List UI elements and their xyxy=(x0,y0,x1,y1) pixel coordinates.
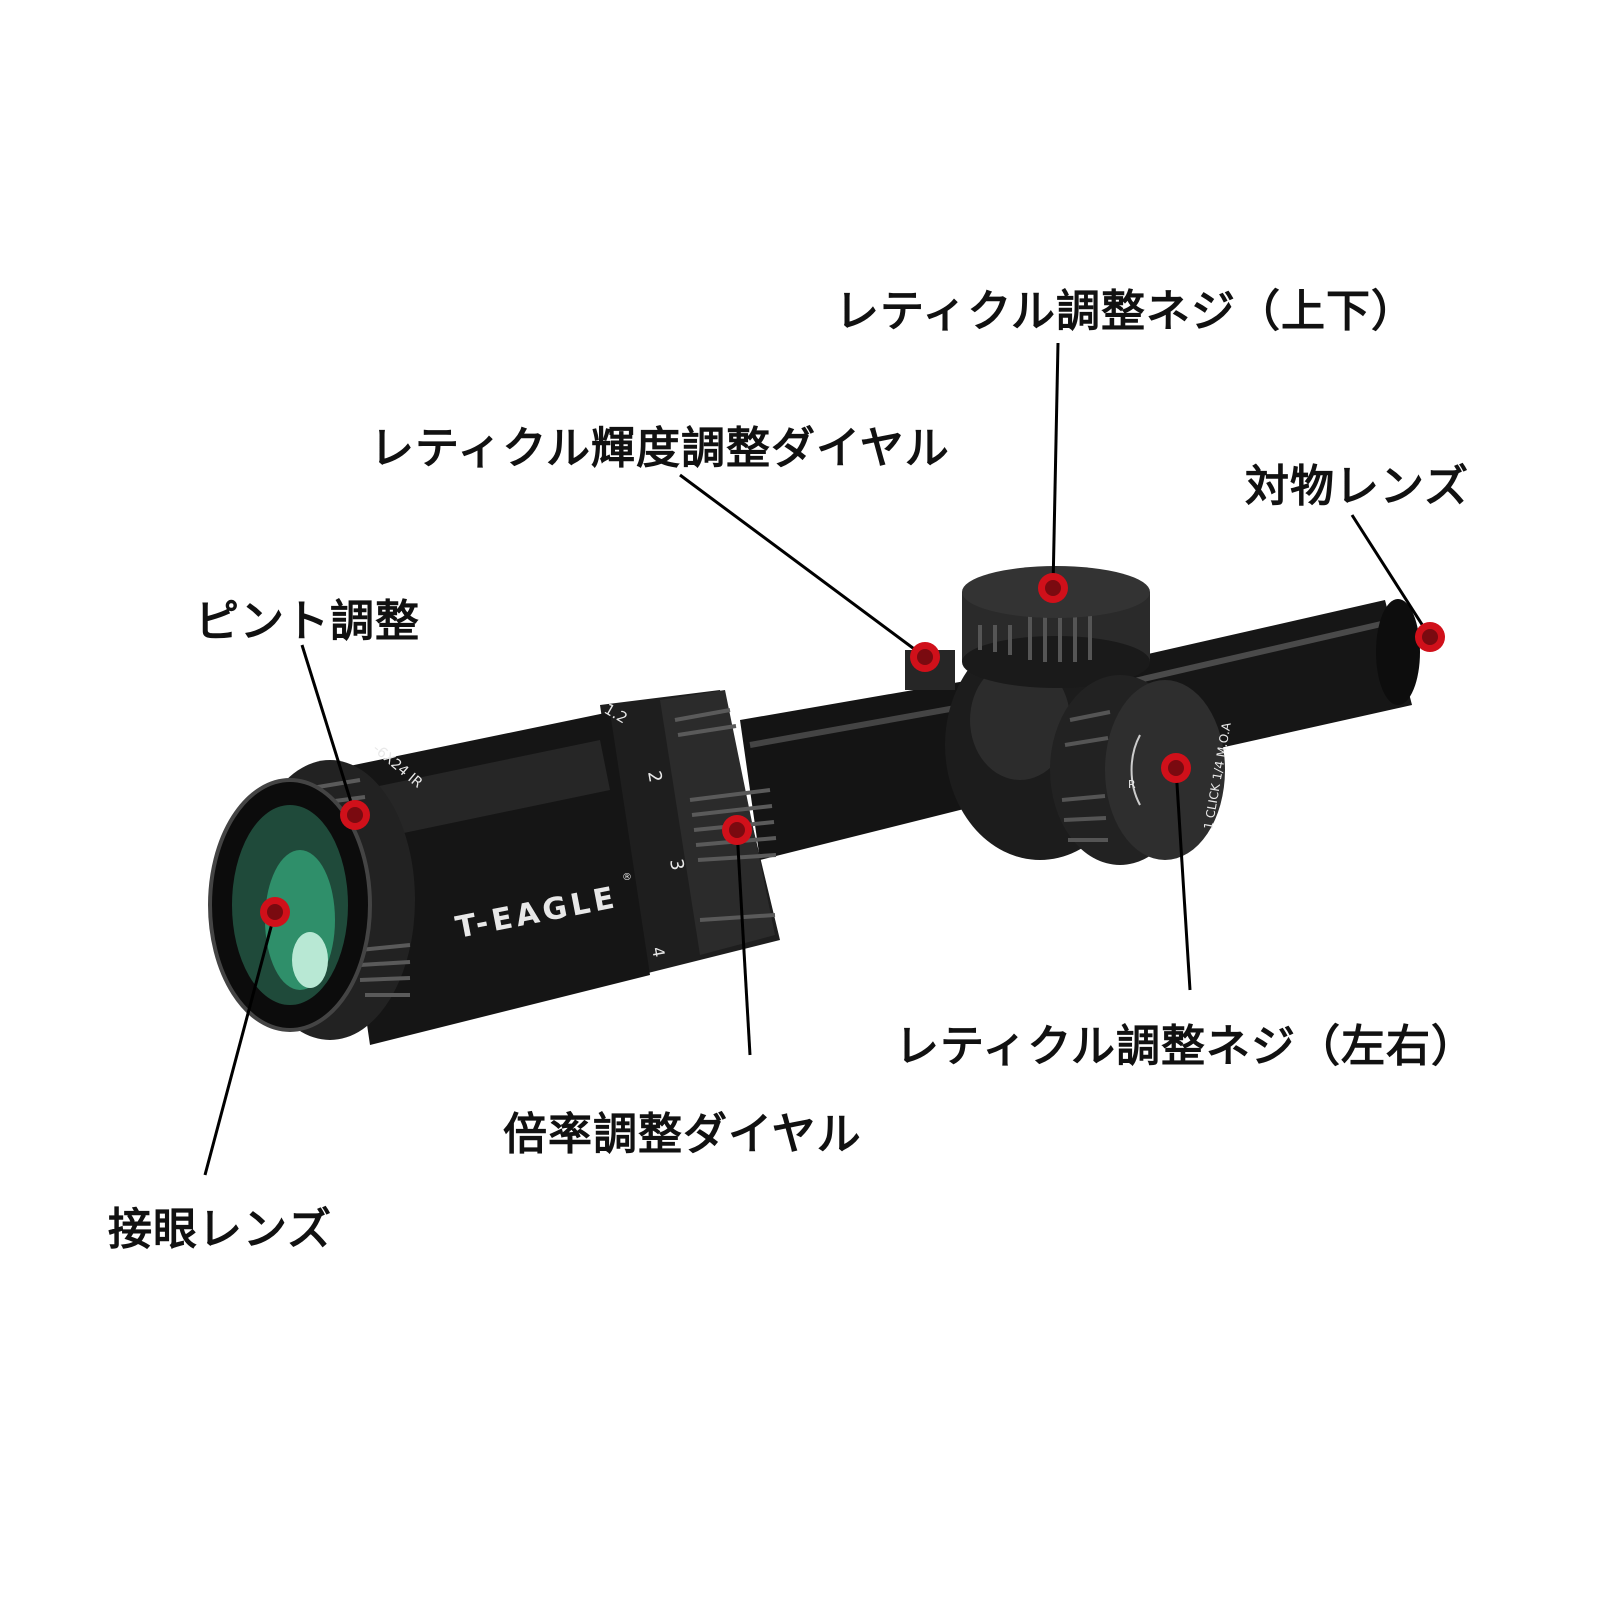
zoom-mark: 4 xyxy=(648,945,668,958)
leader-eyepiece xyxy=(203,911,277,1176)
lens-glint xyxy=(292,932,328,988)
marker-focus xyxy=(340,800,370,830)
magnification-knurling-band xyxy=(660,690,775,955)
registered-mark: ® xyxy=(622,872,632,883)
leader-objective xyxy=(1350,514,1432,638)
leader-focus xyxy=(300,644,357,816)
label-magnification: 倍率調整ダイヤル xyxy=(503,1109,862,1160)
windage-direction: R xyxy=(1128,778,1136,791)
marker-elevation xyxy=(1038,573,1068,603)
marker-illumination xyxy=(910,642,940,672)
label-illumination: レティクル輝度調整ダイヤル xyxy=(370,423,950,474)
markers xyxy=(260,573,1445,927)
label-eyepiece: 接眼レンズ xyxy=(108,1204,333,1255)
leader-lines xyxy=(203,342,1432,1176)
windage-knurling xyxy=(1061,710,1111,842)
ocular-highlight xyxy=(360,740,610,840)
label-windage: レティクル調整ネジ（左右） xyxy=(895,1021,1477,1072)
label-objective: 対物レンズ xyxy=(1245,461,1470,512)
label-focus: ピント調整 xyxy=(195,596,420,647)
leader-windage xyxy=(1174,767,1192,991)
focus-knurling xyxy=(299,778,411,997)
windage-arc xyxy=(1130,734,1141,806)
zoom-mark: 2 xyxy=(643,769,666,784)
marker-eyepiece xyxy=(260,897,290,927)
objective-end xyxy=(1376,599,1420,705)
leader-illumination xyxy=(679,473,926,659)
marker-objective xyxy=(1415,622,1445,652)
marker-magnification xyxy=(722,815,752,845)
leader-elevation xyxy=(1051,342,1060,589)
magnification-knurling xyxy=(674,708,777,922)
zoom-mark: 3 xyxy=(665,857,688,872)
leader-magnification xyxy=(735,829,752,1056)
elevation-knurling xyxy=(978,615,1092,662)
housing-highlight xyxy=(970,660,1070,780)
label-elevation: レティクル調整ネジ（上下） xyxy=(835,286,1417,337)
marker-windage xyxy=(1161,753,1191,783)
